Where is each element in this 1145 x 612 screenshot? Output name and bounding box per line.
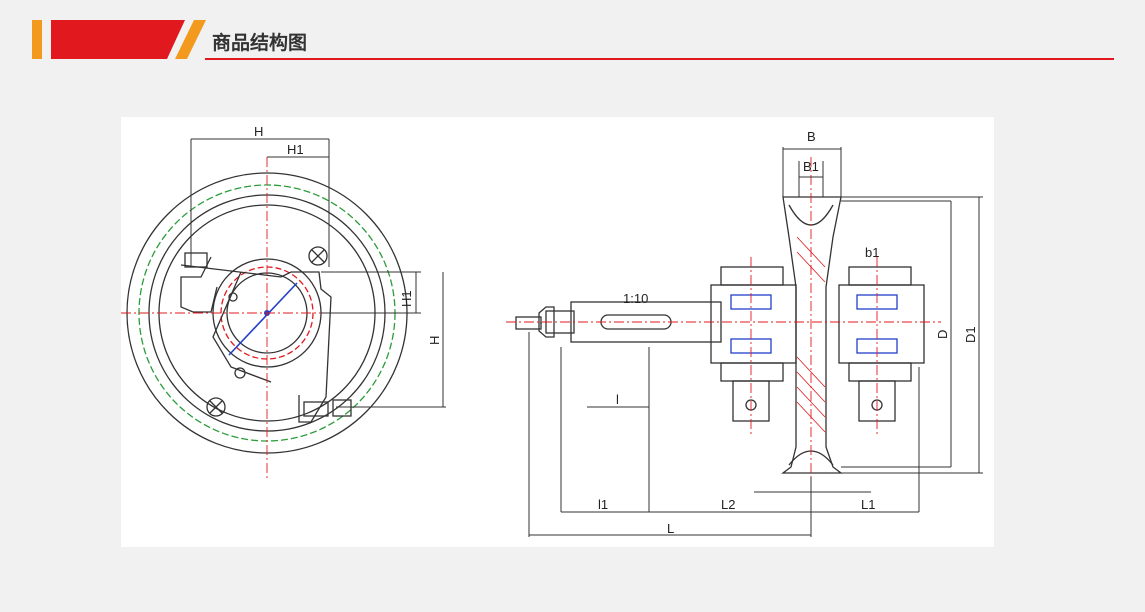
dim-label-shaft-taper: 1:10 [623, 291, 648, 306]
technical-drawing-svg: H H1 H1 H [121, 124, 983, 537]
dim-label-D: D [935, 330, 950, 339]
dim-label-l1: l1 [598, 497, 608, 512]
dim-label-L1: L1 [861, 497, 875, 512]
section-header: 商品结构图 [0, 0, 1145, 70]
dim-label-H: H [254, 124, 263, 139]
side-dimensions [528, 147, 983, 537]
orange-accent-bar [32, 20, 42, 59]
side-view [515, 196, 925, 474]
dim-label-B1: B1 [803, 159, 819, 174]
dim-label-H1-side: H1 [399, 290, 414, 307]
red-banner [51, 20, 206, 59]
front-centerlines [121, 157, 416, 479]
title-underline [205, 58, 1114, 60]
front-dimensions [190, 138, 446, 408]
dim-label-b1: b1 [865, 245, 879, 260]
dim-label-l: l [616, 392, 619, 407]
page-title: 商品结构图 [212, 32, 308, 54]
dim-label-H-side: H [427, 336, 442, 345]
dim-label-H1-top: H1 [287, 142, 304, 157]
dim-label-L: L [667, 521, 674, 536]
structure-drawing: H H1 H1 H [121, 117, 994, 547]
side-centerlines [506, 157, 941, 492]
dim-label-B: B [807, 129, 816, 144]
dim-label-L2: L2 [721, 497, 735, 512]
dim-label-D1: D1 [963, 326, 978, 343]
